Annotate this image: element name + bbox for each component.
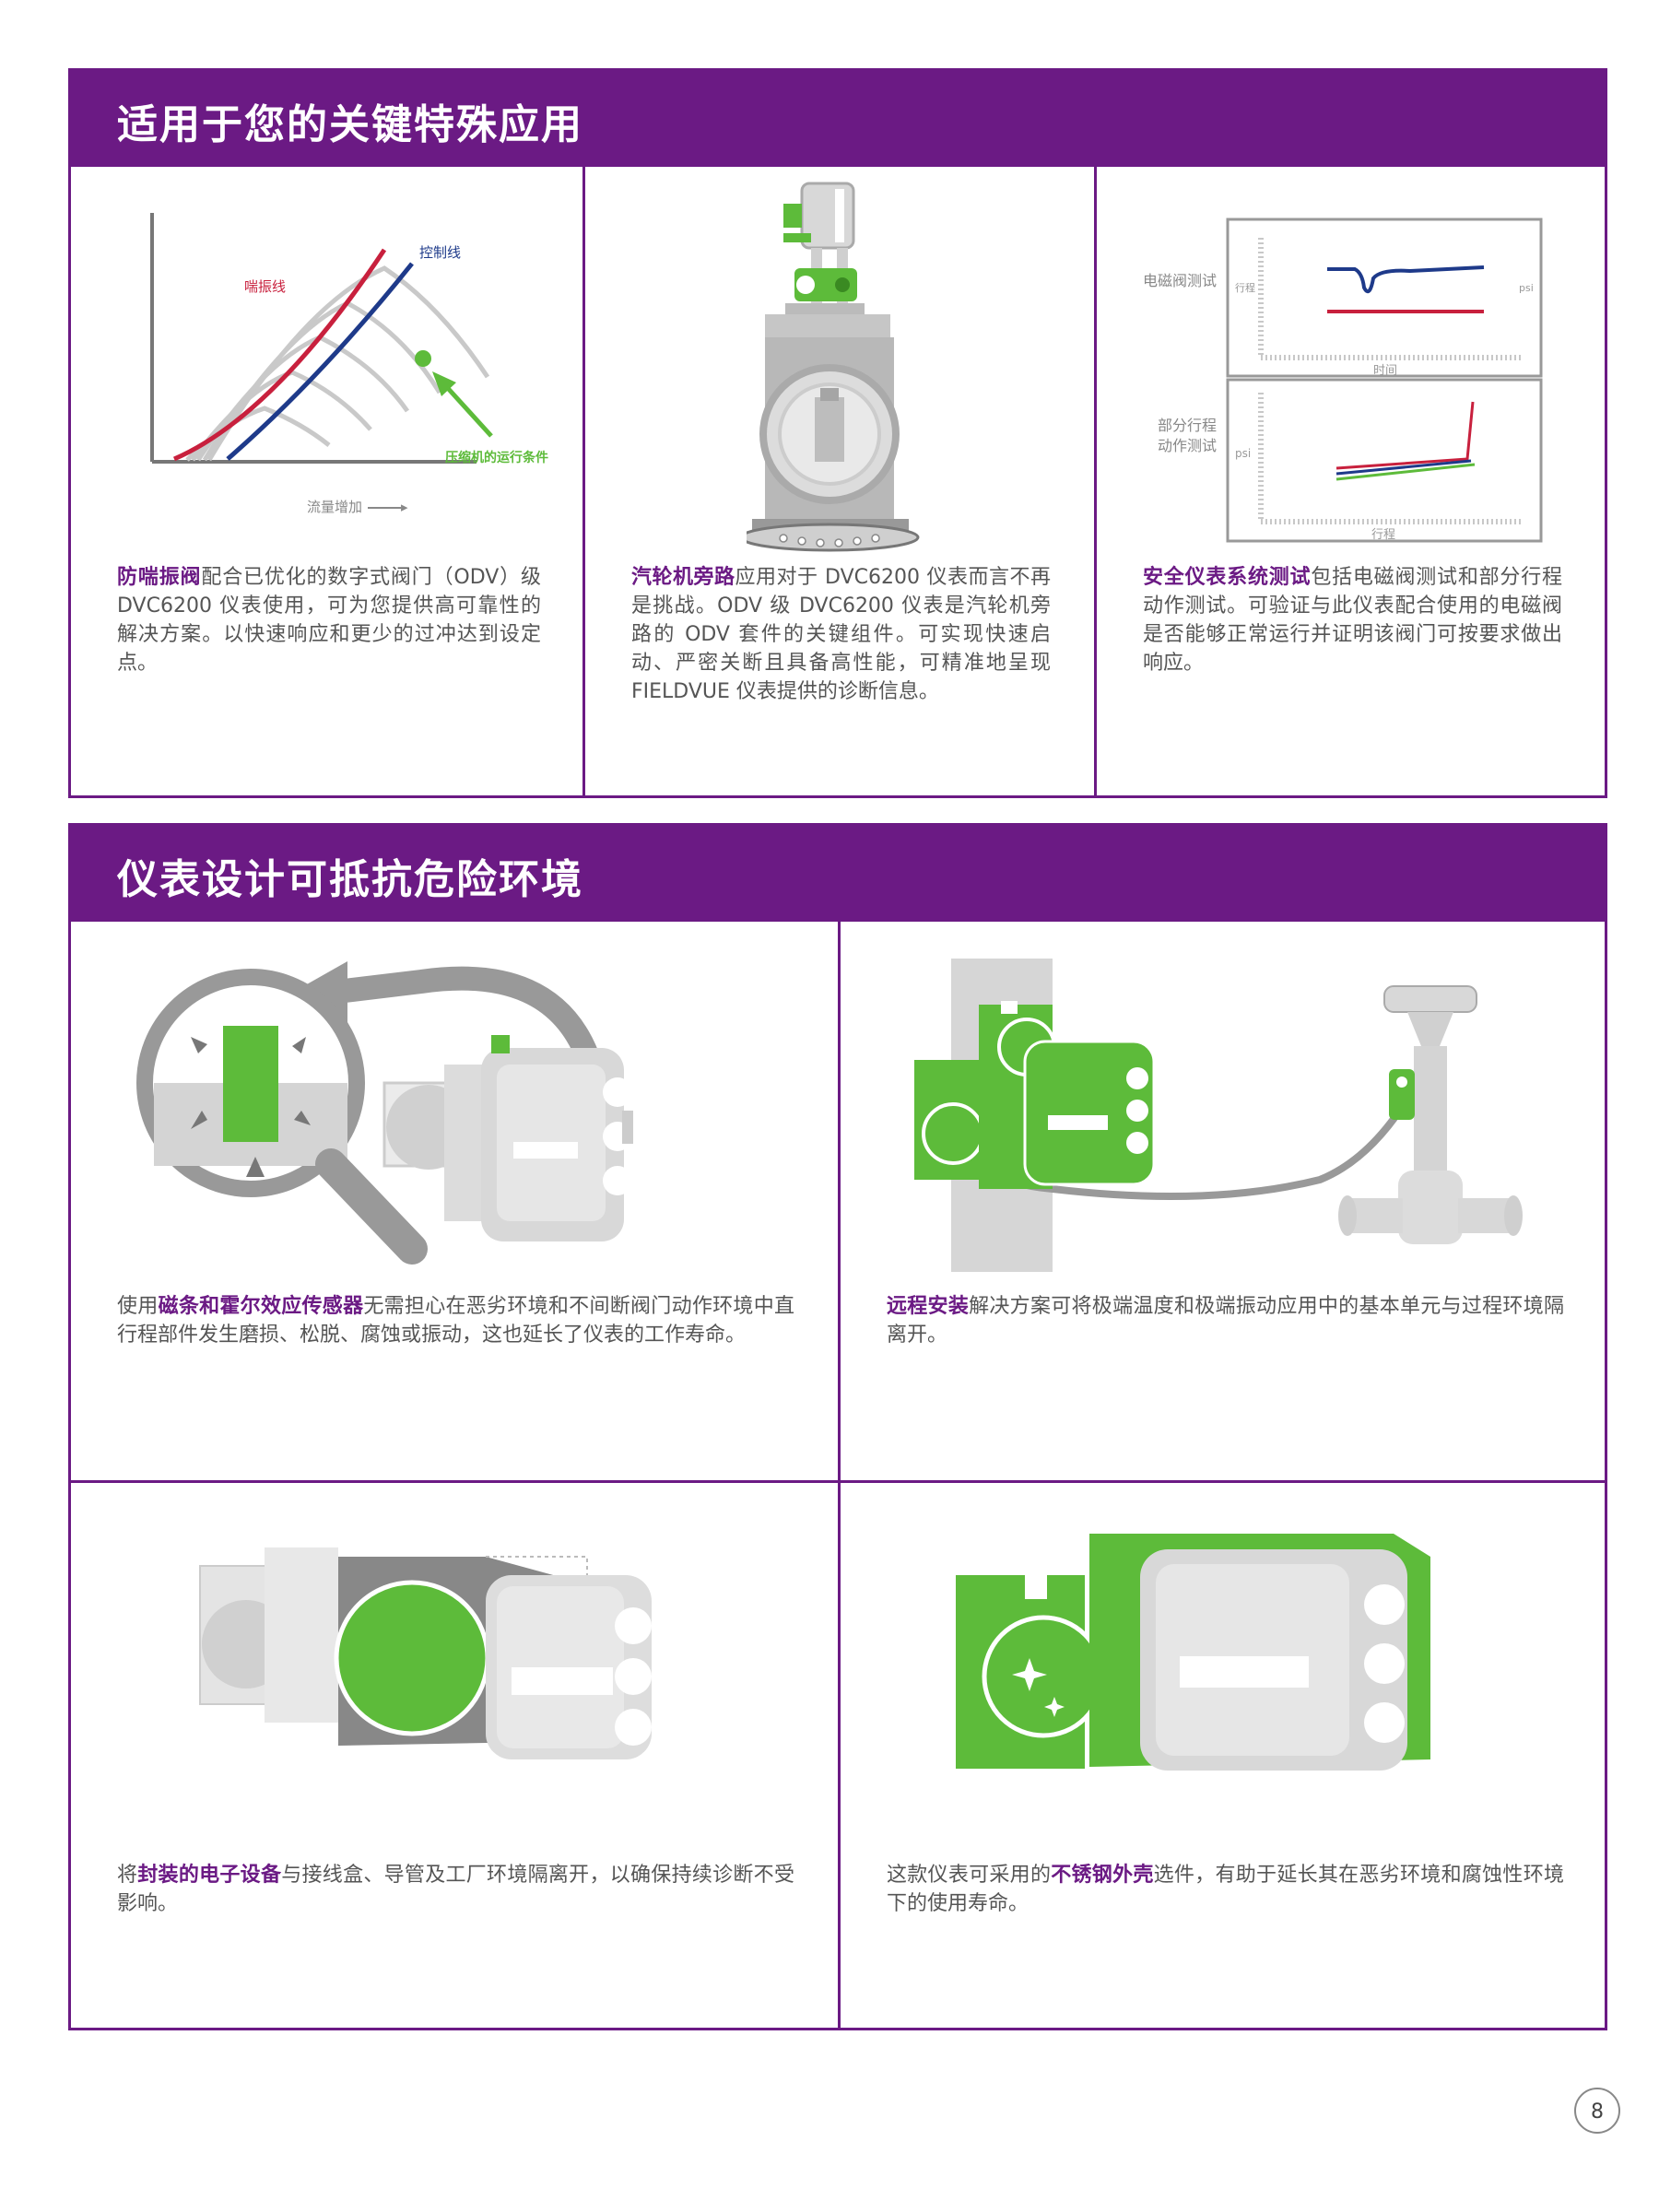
flow-axis-label: 流量增加▸ <box>307 499 408 515</box>
performance-curve <box>202 300 442 462</box>
highlight-term: 封装的电子设备 <box>137 1864 282 1887</box>
card-stainless-housing: 这款仪表可采用的不锈钢外壳选件，有助于延长其在恶劣环境和腐蚀性环境下的使用寿命。 <box>841 1483 1605 2030</box>
svg-text:行程: 行程 <box>1235 282 1255 294</box>
surge-line-label: 喘振线 <box>244 278 286 295</box>
arrow-head <box>432 371 456 396</box>
card-remote-mount: 远程安装解决方案可将极端温度和极端振动应用中的基本单元与过程环境隔离开。 <box>841 922 1605 1480</box>
divider <box>838 922 841 2030</box>
electronics-module <box>334 1580 490 1736</box>
magnet-icon <box>223 1026 278 1142</box>
svg-text:时间: 时间 <box>1373 364 1397 378</box>
card-description: 这款仪表可采用的不锈钢外壳选件，有助于延长其在恶劣环境和腐蚀性环境下的使用寿命。 <box>887 1864 1564 1915</box>
highlight-term: 安全仪表系统测试 <box>1143 566 1312 589</box>
svg-text:psi: psi <box>1519 282 1534 294</box>
highlight-term: 防喘振阀 <box>117 566 202 589</box>
partial-stroke-label: 部分行程 动作测试 <box>1157 417 1217 454</box>
performance-curve <box>206 265 490 462</box>
svg-text:psi: psi <box>1235 447 1251 460</box>
card-turbine-bypass: 汽轮机旁路应用对于 DVC6200 仪表而言不再是挑战。ODV 级 DVC620… <box>585 167 1094 798</box>
surge-line <box>173 248 387 462</box>
turbine-valve-illustration <box>747 182 920 552</box>
card-description: 使用磁条和霍尔效应传感器无需担心在恶劣环境和不间断阀门动作环境中直行程部件发生磨… <box>117 1295 794 1347</box>
hall-sensor-illustration <box>136 961 633 1265</box>
divider <box>1094 167 1097 798</box>
highlight-term: 不锈钢外壳 <box>1051 1864 1154 1887</box>
card-description: 汽轮机旁路应用对于 DVC6200 仪表而言不再是挑战。ODV 级 DVC620… <box>631 566 1051 703</box>
positioner-icon <box>794 268 857 301</box>
card-encapsulated-electronics: 将封装的电子设备与接线盒、导管及工厂环境隔离开，以确保持续诊断不受影响。 <box>71 1483 838 2030</box>
section-title: 适用于您的关键特殊应用 <box>117 101 583 148</box>
control-line-label: 控制线 <box>419 244 461 261</box>
performance-curve <box>190 370 372 462</box>
highlight-term: 磁条和霍尔效应传感器 <box>158 1295 364 1318</box>
section-critical-applications: 适用于您的关键特殊应用 喘振线 控制线 压缩机的运行条件 A <box>68 68 1607 798</box>
encapsulated-electronics-illustration <box>199 1547 652 1759</box>
divider <box>71 1480 1605 1483</box>
card-description: 远程安装解决方案可将极端温度和极端振动应用中的基本单元与过程环境隔离开。 <box>887 1295 1564 1347</box>
section-hazardous-environments: 仪表设计可抵抗危险环境 <box>68 823 1607 2030</box>
solenoid-test-label: 电磁阀测试 <box>1142 272 1217 289</box>
operating-point-label: 压缩机的运行条件 A <box>445 450 550 465</box>
card-anti-surge: 喘振线 控制线 压缩机的运行条件 A 流量增加▸ 防喘振阀配合已优化的数字式阀门… <box>71 167 582 798</box>
highlight-term: 汽轮机旁路 <box>631 566 735 589</box>
section-title: 仪表设计可抵抗危险环境 <box>117 856 583 903</box>
operating-point <box>415 350 431 367</box>
surge-diagram: 喘振线 控制线 压缩机的运行条件 A <box>150 213 550 465</box>
svg-text:行程: 行程 <box>1371 528 1395 542</box>
section-banner: 仪表设计可抵抗危险环境 <box>71 826 1605 922</box>
operating-arrow <box>443 383 493 438</box>
highlight-term: 远程安装 <box>887 1295 970 1318</box>
card-description: 将封装的电子设备与接线盒、导管及工厂环境隔离开，以确保持续诊断不受影响。 <box>117 1864 794 1915</box>
stainless-housing-illustration <box>956 1534 1430 1771</box>
card-sis-test: 电磁阀测试 部分行程 动作测试 行程 psi 时间 psi 行程 安全仪表系统测… <box>1097 167 1607 798</box>
section-banner: 适用于您的关键特殊应用 <box>71 71 1605 167</box>
remote-mount-illustration <box>914 959 1523 1272</box>
card-hall-sensor: 使用磁条和霍尔效应传感器无需担心在恶劣环境和不间断阀门动作环境中直行程部件发生磨… <box>71 922 838 1480</box>
card-description: 安全仪表系统测试包括电磁阀测试和部分行程动作测试。可验证与此仪表配合使用的电磁阀… <box>1143 566 1562 675</box>
card-description: 防喘振阀配合已优化的数字式阀门（ODV）级 DVC6200 仪表使用，可为您提供… <box>117 566 541 675</box>
travel-trace <box>1327 265 1485 294</box>
sis-test-charts: 行程 psi 时间 psi 行程 <box>1226 218 1543 543</box>
divider <box>582 167 585 798</box>
control-line <box>226 262 414 461</box>
page-number: 8 <box>1574 2088 1620 2134</box>
